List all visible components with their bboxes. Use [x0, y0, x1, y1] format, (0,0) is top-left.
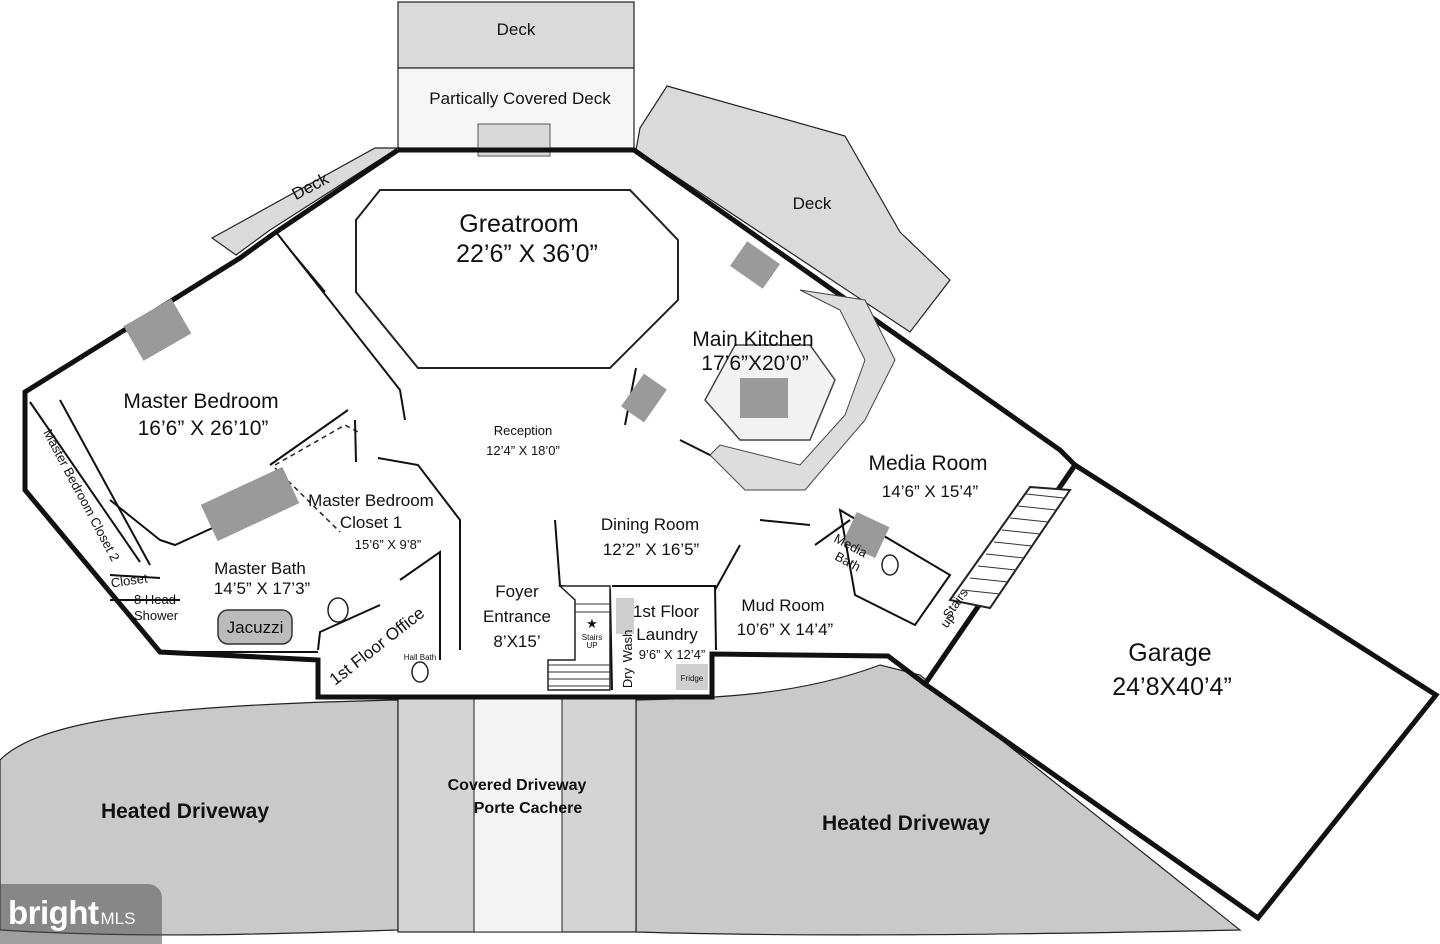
dining-room-dims: 12’2” X 16’5” — [603, 540, 700, 559]
master-bedroom-name: Master Bedroom — [123, 390, 278, 413]
master-bath-name: Master Bath — [214, 559, 306, 578]
deck-right — [635, 85, 951, 333]
greatroom-dims: 22’6” X 36’0” — [456, 240, 598, 268]
kitchen-appliance-2 — [621, 373, 667, 423]
laundry-name-2: Laundry — [636, 625, 698, 644]
mud-room-name: Mud Room — [741, 596, 824, 615]
garage-name: Garage — [1128, 639, 1211, 667]
laundry-fridge — [676, 664, 708, 690]
kitchen-island-sink — [740, 378, 788, 418]
deck-top — [397, 1, 635, 69]
watermark-background — [0, 884, 162, 944]
heated-driveway-left-label: Heated Driveway — [101, 800, 269, 823]
watermark-suffix: MLS — [100, 909, 136, 928]
deck-top-label: Deck — [497, 20, 536, 39]
master-closet-2-wall — [29, 399, 151, 566]
kitchen-name: Main Kitchen — [692, 328, 813, 351]
laundry-dry: Dry — [620, 667, 635, 688]
deck-right-label: Deck — [793, 194, 832, 213]
dining-room-name: Dining Room — [601, 515, 699, 534]
laundry-dims: 9’6” X 12’4” — [639, 647, 705, 662]
porte-cachere-lane — [473, 696, 563, 933]
kitchen-counter — [709, 289, 896, 491]
master-bath-dims: 14’5” X 17’3” — [214, 579, 311, 598]
closet-label: Closet — [110, 570, 149, 590]
laundry-name-1: 1st Floor — [633, 602, 699, 621]
garage-dims: 24’8X40’4” — [1112, 673, 1232, 701]
garage-stairs — [948, 485, 1072, 610]
media-room-counter — [842, 511, 890, 559]
shower-line2: Shower — [134, 608, 179, 623]
jacuzzi-tub — [217, 609, 293, 645]
master-bedroom-fireplace — [123, 298, 192, 361]
reception-dims: 12’4” X 18’0” — [486, 443, 560, 458]
mud-room-dims: 10’6” X 14’4” — [737, 620, 834, 639]
heated-driveway-right — [635, 664, 1242, 936]
closet-1-dashed — [274, 424, 359, 533]
stairs-up-foyer-2: UP — [586, 641, 597, 650]
stairs-up-media-2: up — [937, 610, 958, 630]
covered-driveway-line2: Porte Cachere — [474, 800, 583, 817]
kitchen-appliance-1 — [730, 241, 780, 289]
closet-1-name-2: Closet 1 — [340, 513, 402, 532]
hall-bath-label: Hall Bath — [404, 653, 436, 662]
foyer-name-2: Entrance — [483, 607, 551, 626]
closet-1-dims: 15’6” X 9’8” — [355, 537, 421, 552]
master-bath-toilet — [327, 597, 349, 623]
covered-deck-label: Partically Covered Deck — [429, 89, 611, 108]
media-bath-toilet — [881, 554, 899, 576]
shower-line1: 8 Head — [134, 592, 176, 607]
stairs-up-foyer-star: ★ — [586, 616, 598, 631]
covered-driveway-line1: Covered Driveway — [448, 777, 587, 794]
laundry-fridge: Fridge — [681, 674, 704, 683]
watermark-brand: bright — [8, 894, 99, 931]
deck-left — [210, 147, 401, 256]
laundry-wash: Wash — [620, 630, 635, 663]
foyer-stair-treads — [548, 603, 610, 687]
media-room-dims: 14’6” X 15’4” — [882, 482, 979, 501]
jacuzzi-label: Jacuzzi — [227, 618, 284, 637]
hall-bath-toilet — [411, 661, 429, 683]
greatroom-name: Greatroom — [459, 210, 578, 238]
foyer-dims: 8’X15’ — [493, 632, 540, 651]
closet-2-label: Master Bedroom Closet 2 — [40, 427, 122, 564]
reception-name: Reception — [494, 423, 553, 438]
foyer-name-1: Foyer — [495, 582, 539, 601]
laundry-washer — [616, 598, 634, 634]
closet-1-name-1: Master Bedroom — [308, 491, 434, 510]
master-bedroom-dims: 16’6” X 26’10” — [138, 417, 269, 440]
kitchen-dims: 17’6”X20’0” — [701, 352, 808, 375]
master-bath-vanity — [200, 466, 300, 542]
garage-stair-treads — [961, 493, 1065, 595]
greatroom-ceiling — [355, 189, 679, 369]
media-room-name: Media Room — [868, 452, 987, 475]
stairs-up-foyer-1: Stairs — [582, 633, 602, 642]
heated-driveway-right-label: Heated Driveway — [822, 812, 990, 835]
